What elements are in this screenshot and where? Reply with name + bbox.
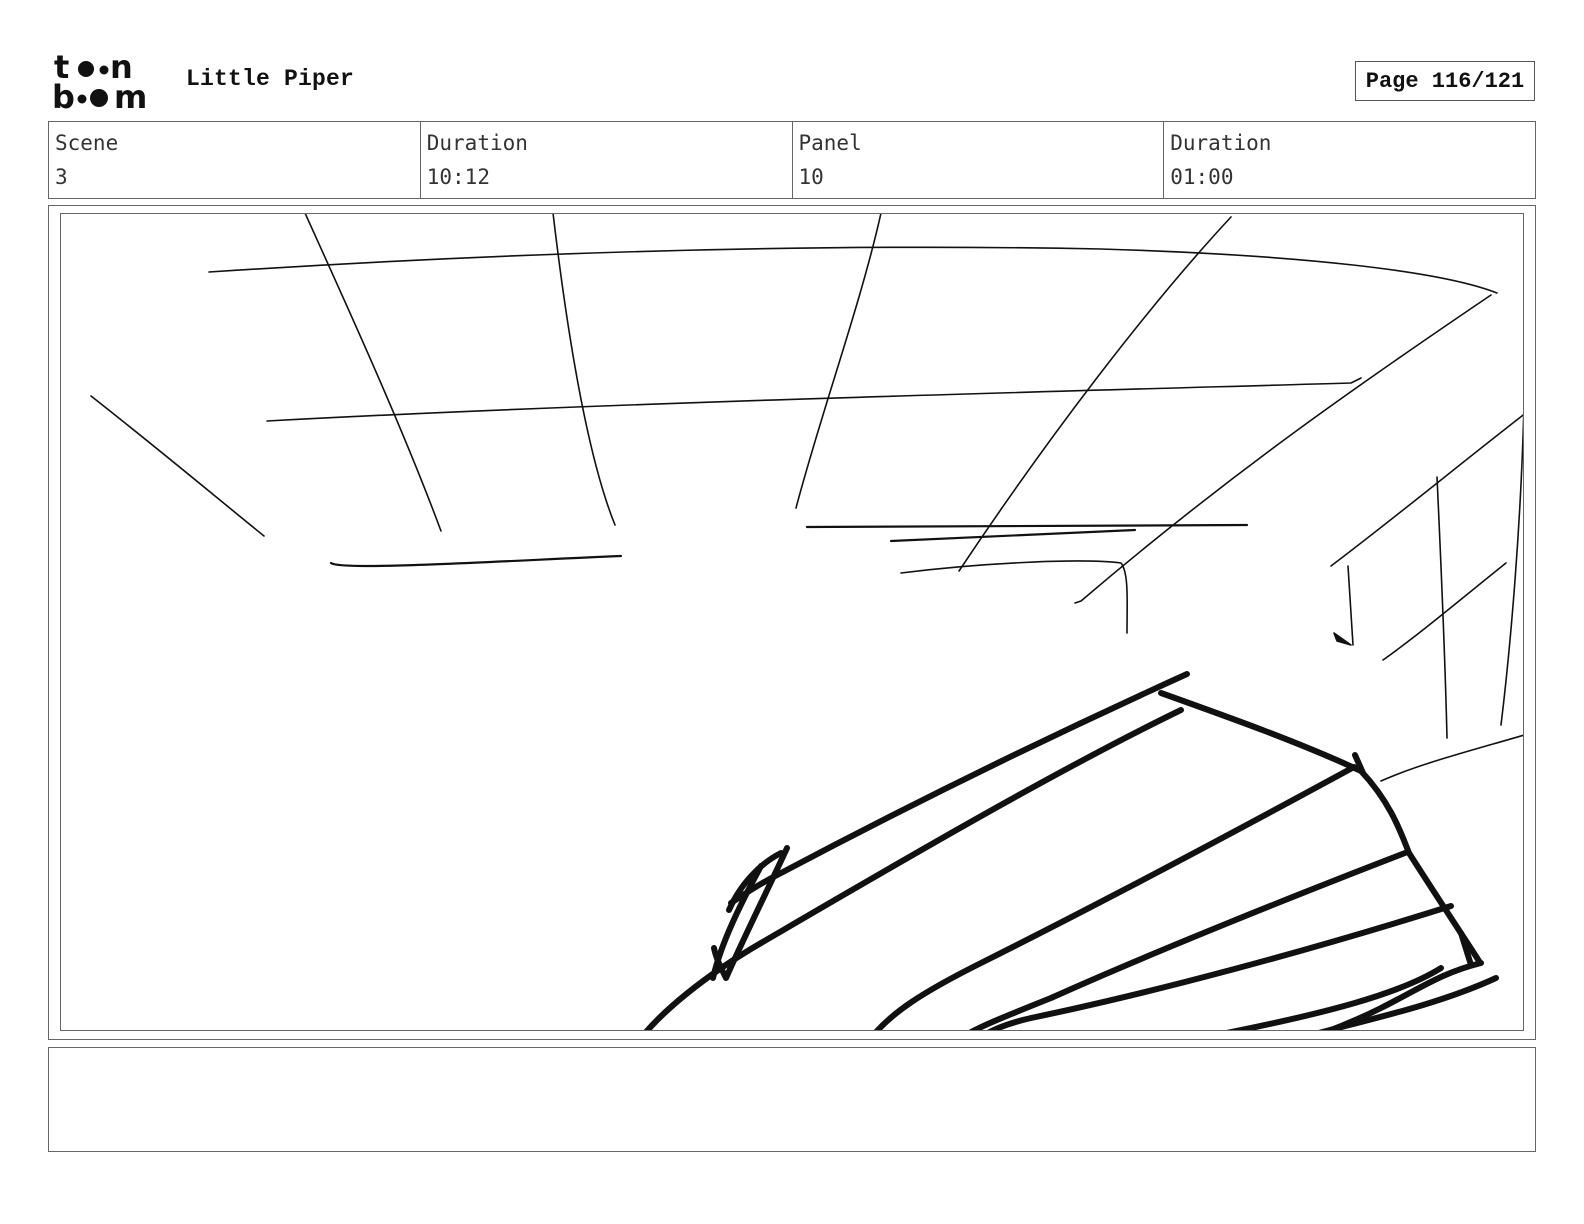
scene-cell: Scene 3 <box>49 122 421 198</box>
svg-text:b: b <box>52 78 75 112</box>
panel-cell: Panel 10 <box>793 122 1165 198</box>
scene-duration-cell: Duration 10:12 <box>421 122 793 198</box>
scene-duration-value: 10:12 <box>426 165 490 189</box>
panel-duration-cell: Duration 01:00 <box>1164 122 1535 198</box>
project-title: Little Piper <box>186 66 355 92</box>
svg-text:n: n <box>110 50 133 86</box>
scene-value: 3 <box>55 165 68 189</box>
panel-duration-value: 01:00 <box>1170 165 1234 189</box>
svg-text:t: t <box>54 50 69 86</box>
svg-text:m: m <box>114 78 147 112</box>
panel-frame <box>48 205 1536 1040</box>
scene-label: Scene <box>55 131 119 155</box>
panel-duration-label: Duration <box>1170 131 1272 155</box>
storyboard-sketch <box>90 214 1523 1030</box>
scene-duration-label: Duration <box>426 131 528 155</box>
scene-info-row: Scene 3 Duration 10:12 Panel 10 Duration… <box>48 121 1536 199</box>
panel-image <box>60 213 1524 1031</box>
caption-box <box>48 1047 1536 1152</box>
panel-label: Panel <box>798 131 862 155</box>
page-indicator: Page 116/121 <box>1355 61 1535 101</box>
toon-boom-logo: t n b m <box>52 50 164 112</box>
panel-value: 10 <box>798 165 824 189</box>
